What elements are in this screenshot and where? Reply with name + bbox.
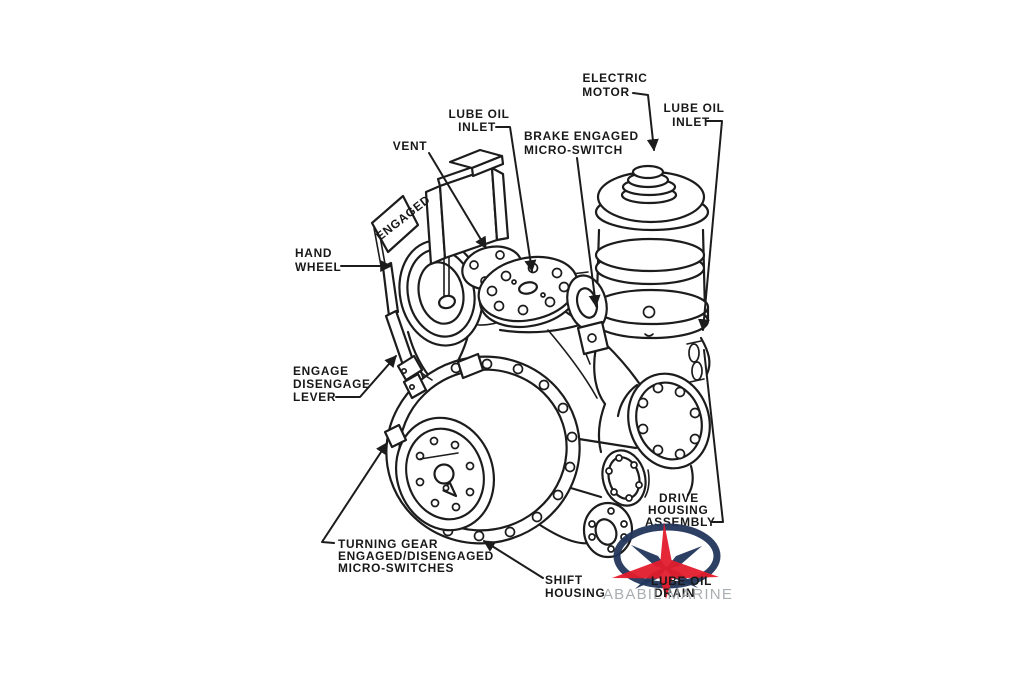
label-lube-oil-drain-2: DRAIN: [654, 586, 695, 600]
callout-turning-gear: TURNING GEAR ENGAGED/DISENGAGED MICRO-SW…: [321, 441, 494, 575]
watermark: LUBE OIL DRAIN ABABIL MARINE: [603, 522, 733, 603]
watermark-text: ABABIL MARINE: [603, 586, 733, 603]
label-brake-1: BRAKE ENGAGED: [524, 129, 639, 143]
label-engage-3: LEVER: [293, 390, 336, 404]
label-lube-oil-inlet-right-2: INLET: [672, 115, 710, 129]
callout-vent: VENT: [393, 139, 487, 250]
label-turning-gear-2: ENGAGED/DISENGAGED: [338, 549, 494, 563]
label-turning-gear-3: MICRO-SWITCHES: [338, 561, 454, 575]
electric-motor: [592, 164, 710, 340]
callout-brake-micro-switch: BRAKE ENGAGED MICRO-SWITCH: [524, 129, 639, 308]
callout-shift-housing: SHIFT HOUSING: [482, 540, 605, 600]
machine-drawing: ENGAGED: [370, 148, 711, 559]
watermark-red-star: [612, 522, 719, 599]
lube-oil-inlet-fitting: [686, 340, 705, 383]
label-drive-housing-2: HOUSING: [648, 503, 708, 517]
label-lube-oil-drain-1: LUBE OIL: [651, 574, 712, 588]
label-engage-1: ENGAGE: [293, 364, 349, 378]
gear-housing: [383, 352, 581, 545]
callout-electric-motor: ELECTRIC MOTOR: [582, 71, 659, 152]
callouts: ELECTRIC MOTOR LUBE OIL INLET VENT BRAKE…: [293, 71, 724, 600]
lube-oil-drain-flange: [582, 501, 634, 559]
drive-housing-flange: [627, 372, 711, 470]
label-electric-motor-1: ELECTRIC: [582, 71, 647, 85]
shift-housing-flange: [601, 449, 647, 507]
label-lube-oil-inlet-right-1: LUBE OIL: [663, 101, 724, 115]
flange-plate: [461, 245, 589, 329]
label-drive-housing-1: DRIVE: [659, 491, 699, 505]
label-electric-motor-2: MOTOR: [582, 85, 630, 99]
label-lube-oil-inlet-left-2: INLET: [458, 120, 496, 134]
brake-assembly: [566, 274, 610, 365]
label-shift-housing-1: SHIFT: [545, 573, 583, 587]
callout-hand-wheel: HAND WHEEL: [295, 246, 393, 274]
callout-lube-oil-inlet-right: LUBE OIL INLET: [663, 101, 724, 332]
label-engage-2: DISENGAGE: [293, 377, 371, 391]
label-hand-wheel-2: WHEEL: [295, 260, 341, 274]
label-brake-2: MICRO-SWITCH: [524, 143, 623, 157]
label-vent: VENT: [393, 139, 428, 153]
label-turning-gear-1: TURNING GEAR: [338, 537, 438, 551]
label-lube-oil-inlet-left-1: LUBE OIL: [448, 107, 509, 121]
callout-engage-lever: ENGAGE DISENGAGE LEVER: [293, 355, 397, 404]
callout-lube-oil-inlet-left: LUBE OIL INLET: [448, 107, 537, 273]
vent-box: [424, 148, 510, 310]
label-shift-housing-2: HOUSING: [545, 586, 605, 600]
label-hand-wheel-1: HAND: [295, 246, 332, 260]
callout-lube-oil-drain: LUBE OIL DRAIN: [651, 574, 712, 600]
